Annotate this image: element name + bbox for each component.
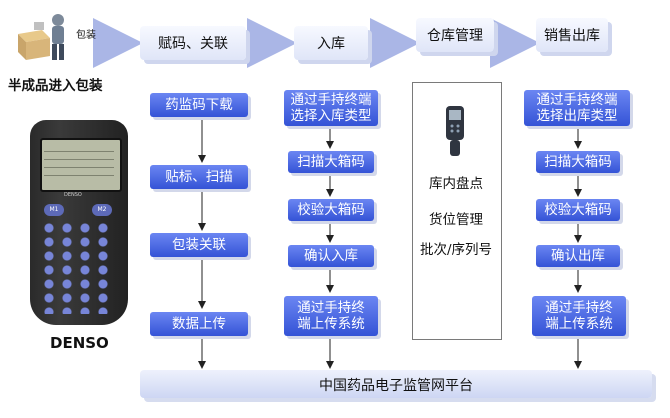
source-caption: 半成品进入包装 — [8, 78, 103, 94]
step-scan-case-code-out: 扫描大箱码 — [536, 151, 620, 173]
step-select-outbound-type: 通过手持终端 选择出库类型 — [524, 90, 630, 126]
item-batch-serial: 批次/序列号 — [419, 242, 493, 258]
scanner-icon — [444, 106, 466, 156]
device-label: DENSO — [50, 334, 109, 352]
step-download-codes: 药监码下载 — [150, 93, 248, 117]
device-key-m1: M1 — [44, 204, 64, 216]
step-data-upload: 数据上传 — [150, 312, 248, 336]
item-location-management: 货位管理 — [429, 212, 483, 228]
header-inbound: 入库 — [294, 26, 368, 60]
step-confirm-inbound: 确认入库 — [288, 245, 374, 267]
item-inventory-count: 库内盘点 — [429, 176, 483, 192]
denso-handheld-device: DENSO M1 M2 — [30, 120, 128, 325]
step-confirm-outbound: 确认出库 — [536, 245, 620, 267]
header-warehouse-management: 仓库管理 — [416, 18, 494, 52]
platform-label: 中国药品电子监管网平台 — [319, 378, 473, 394]
device-key-m2: M2 — [92, 204, 112, 216]
step-verify-case-code-in: 校验大箱码 — [288, 199, 374, 221]
step-label-scan: 贴标、扫描 — [150, 165, 248, 189]
header-coding-association: 赋码、关联 — [140, 26, 246, 60]
step-scan-case-code-in: 扫描大箱码 — [288, 151, 374, 173]
packing-worker-icon — [14, 12, 74, 62]
packing-badge: 包装 — [76, 30, 96, 41]
device-brand-small: DENSO — [64, 192, 82, 198]
device-screen-lines — [44, 144, 114, 182]
step-upload-system-in: 通过手持终 端上传系统 — [284, 296, 378, 336]
step-upload-system-out: 通过手持终 端上传系统 — [532, 296, 626, 336]
step-select-inbound-type: 通过手持终端 选择入库类型 — [284, 90, 378, 126]
step-verify-case-code-out: 校验大箱码 — [536, 199, 620, 221]
header-sales-outbound: 销售出库 — [536, 18, 608, 52]
device-keypad — [42, 222, 116, 314]
step-packaging-association: 包装关联 — [150, 233, 248, 257]
platform-bar — [140, 370, 652, 398]
